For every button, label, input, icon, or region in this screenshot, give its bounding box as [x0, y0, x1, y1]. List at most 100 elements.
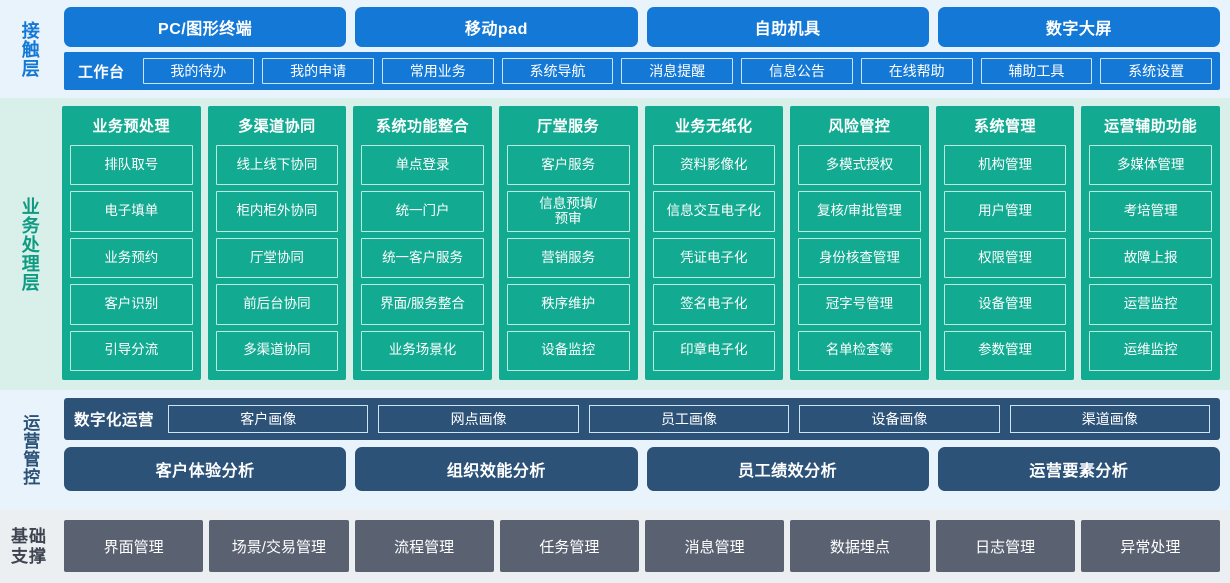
operations-layer-label: 运营管控 — [0, 390, 58, 510]
business-layer: 业务处理层 业务预处理 排队取号 电子填单 业务预约 客户识别 引导分流 多渠道… — [0, 98, 1230, 390]
business-item[interactable]: 运营监控 — [1089, 284, 1212, 325]
analysis-card-organization-efficiency[interactable]: 组织效能分析 — [355, 447, 638, 491]
business-item[interactable]: 引导分流 — [70, 330, 193, 372]
foundation-item-process-management[interactable]: 流程管理 — [354, 520, 494, 572]
business-item[interactable]: 名单检查等 — [798, 330, 921, 372]
business-item[interactable]: 线上线下协同 — [215, 145, 339, 186]
business-column-system-management: 系统管理 机构管理 用户管理 权限管理 设备管理 参数管理 — [935, 106, 1075, 380]
business-item[interactable]: 前后台协同 — [215, 284, 339, 325]
foundation-row: 界面管理 场景/交易管理 流程管理 任务管理 消息管理 数据埋点 日志管理 异常… — [64, 520, 1220, 572]
column-title: 业务无纸化 — [675, 118, 753, 135]
business-item[interactable]: 多渠道协同 — [215, 330, 339, 372]
column-title: 厅堂服务 — [537, 118, 600, 135]
foundation-item-ui-management[interactable]: 界面管理 — [64, 520, 204, 572]
business-item[interactable]: 多模式授权 — [798, 145, 921, 186]
business-item[interactable]: 客户服务 — [506, 145, 630, 186]
channel-card-self-service[interactable]: 自助机具 — [646, 7, 929, 47]
business-item[interactable]: 柜内柜外协同 — [215, 191, 339, 232]
contact-layer: 接触层 PC/图形终端 移动pad 自助机具 数字大屏 工作台 我的待办 我的申… — [0, 0, 1230, 98]
column-title: 风险管控 — [828, 118, 891, 135]
workbench-item-message-alert[interactable]: 消息提醒 — [621, 58, 734, 84]
foundation-item-exception-handling[interactable]: 异常处理 — [1080, 520, 1220, 572]
workbench-item-common-business[interactable]: 常用业务 — [381, 58, 494, 84]
portrait-item-device[interactable]: 设备画像 — [799, 405, 1000, 433]
foundation-item-message-management[interactable]: 消息管理 — [645, 520, 785, 572]
analysis-card-customer-experience[interactable]: 客户体验分析 — [64, 447, 347, 491]
business-item[interactable]: 厅堂协同 — [215, 237, 339, 279]
channel-card-mobile-pad[interactable]: 移动pad — [355, 7, 638, 47]
workbench-item-system-navigation[interactable]: 系统导航 — [501, 58, 614, 84]
business-layer-body: 业务预处理 排队取号 电子填单 业务预约 客户识别 引导分流 多渠道协同 线上线… — [58, 98, 1230, 390]
business-item[interactable]: 秩序维护 — [506, 284, 630, 325]
business-column-risk-control: 风险管控 多模式授权 复核/审批管理 身份核查管理 冠字号管理 名单检查等 — [790, 106, 929, 380]
business-item[interactable]: 营销服务 — [506, 237, 630, 279]
contact-layer-label: 接触层 — [0, 0, 58, 98]
business-item[interactable]: 资料影像化 — [652, 145, 776, 186]
foundation-item-task-management[interactable]: 任务管理 — [499, 520, 639, 572]
business-item[interactable]: 印章电子化 — [652, 330, 776, 372]
portrait-item-customer[interactable]: 客户画像 — [168, 405, 369, 433]
business-item[interactable]: 统一客户服务 — [361, 237, 484, 279]
business-item[interactable]: 运维监控 — [1089, 330, 1212, 372]
business-column-system-integration: 系统功能整合 单点登录 统一门户 统一客户服务 界面/服务整合 业务场景化 — [353, 106, 492, 380]
workbench-title: 工作台 — [78, 63, 125, 81]
business-item[interactable]: 设备管理 — [943, 284, 1067, 325]
business-item[interactable]: 业务预约 — [70, 237, 193, 279]
business-item[interactable]: 客户识别 — [70, 284, 193, 325]
operations-layer: 运营管控 数字化运营 客户画像 网点画像 员工画像 设备画像 渠道画像 客户体验… — [0, 390, 1230, 510]
business-item[interactable]: 业务场景化 — [361, 330, 484, 372]
analysis-card-employee-performance[interactable]: 员工绩效分析 — [646, 447, 929, 491]
business-columns: 业务预处理 排队取号 电子填单 业务预约 客户识别 引导分流 多渠道协同 线上线… — [62, 106, 1220, 380]
business-item[interactable]: 签名电子化 — [652, 284, 776, 325]
workbench-item-system-settings[interactable]: 系统设置 — [1100, 58, 1212, 84]
business-item[interactable]: 权限管理 — [943, 237, 1067, 279]
business-item[interactable]: 参数管理 — [943, 330, 1067, 372]
portrait-item-employee[interactable]: 员工画像 — [588, 405, 790, 433]
foundation-item-scene-transaction-management[interactable]: 场景/交易管理 — [209, 520, 349, 572]
contact-layer-body: PC/图形终端 移动pad 自助机具 数字大屏 工作台 我的待办 我的申请 常用… — [58, 0, 1230, 98]
channel-row: PC/图形终端 移动pad 自助机具 数字大屏 — [64, 7, 1220, 47]
workbench-bar: 工作台 我的待办 我的申请 常用业务 系统导航 消息提醒 信息公告 在线帮助 辅… — [64, 52, 1220, 90]
business-item[interactable]: 单点登录 — [361, 145, 484, 186]
channel-card-digital-screen[interactable]: 数字大屏 — [937, 7, 1220, 47]
business-item[interactable]: 设备监控 — [506, 330, 630, 372]
business-item[interactable]: 信息预填/ 预审 — [506, 191, 630, 232]
business-item[interactable]: 考培管理 — [1089, 191, 1212, 232]
foundation-layer: 基础 支撑 界面管理 场景/交易管理 流程管理 任务管理 消息管理 数据埋点 日… — [0, 510, 1230, 583]
business-item[interactable]: 用户管理 — [943, 191, 1067, 232]
business-item[interactable]: 冠字号管理 — [798, 284, 921, 325]
column-title: 多渠道协同 — [238, 118, 316, 135]
business-item[interactable]: 排队取号 — [70, 145, 193, 186]
operations-layer-body: 数字化运营 客户画像 网点画像 员工画像 设备画像 渠道画像 客户体验分析 组织… — [58, 390, 1230, 510]
analysis-row: 客户体验分析 组织效能分析 员工绩效分析 运营要素分析 — [64, 447, 1220, 491]
business-column-lobby-service: 厅堂服务 客户服务 信息预填/ 预审 营销服务 秩序维护 设备监控 — [498, 106, 638, 380]
business-item[interactable]: 统一门户 — [361, 191, 484, 232]
foundation-item-log-management[interactable]: 日志管理 — [935, 520, 1075, 572]
business-item[interactable]: 身份核查管理 — [798, 237, 921, 279]
business-item[interactable]: 机构管理 — [943, 145, 1067, 186]
business-column-multichannel: 多渠道协同 线上线下协同 柜内柜外协同 厅堂协同 前后台协同 多渠道协同 — [207, 106, 347, 380]
channel-card-pc[interactable]: PC/图形终端 — [64, 7, 347, 47]
business-item[interactable]: 信息交互电子化 — [652, 191, 776, 232]
analysis-card-operation-factors[interactable]: 运营要素分析 — [937, 447, 1220, 491]
foundation-item-data-tracking[interactable]: 数据埋点 — [790, 520, 930, 572]
portrait-item-branch[interactable]: 网点画像 — [378, 405, 579, 433]
business-item[interactable]: 凭证电子化 — [652, 237, 776, 279]
business-item[interactable]: 电子填单 — [70, 191, 193, 232]
portrait-item-channel[interactable]: 渠道画像 — [1009, 405, 1210, 433]
foundation-layer-body: 界面管理 场景/交易管理 流程管理 任务管理 消息管理 数据埋点 日志管理 异常… — [58, 510, 1230, 583]
business-item[interactable]: 多媒体管理 — [1089, 145, 1212, 186]
foundation-layer-label: 基础 支撑 — [0, 510, 58, 583]
business-item[interactable]: 故障上报 — [1089, 237, 1212, 279]
workbench-item-online-help[interactable]: 在线帮助 — [860, 58, 973, 84]
business-column-operation-support: 运营辅助功能 多媒体管理 考培管理 故障上报 运营监控 运维监控 — [1081, 106, 1220, 380]
business-column-paperless: 业务无纸化 资料影像化 信息交互电子化 凭证电子化 签名电子化 印章电子化 — [644, 106, 784, 380]
column-title: 系统管理 — [974, 118, 1037, 135]
workbench-item-my-application[interactable]: 我的申请 — [262, 58, 374, 84]
business-item[interactable]: 复核/审批管理 — [798, 191, 921, 232]
workbench-item-my-todo[interactable]: 我的待办 — [142, 58, 255, 84]
workbench-item-announcement[interactable]: 信息公告 — [741, 58, 853, 84]
business-item[interactable]: 界面/服务整合 — [361, 284, 484, 325]
workbench-item-aux-tools[interactable]: 辅助工具 — [980, 58, 1093, 84]
